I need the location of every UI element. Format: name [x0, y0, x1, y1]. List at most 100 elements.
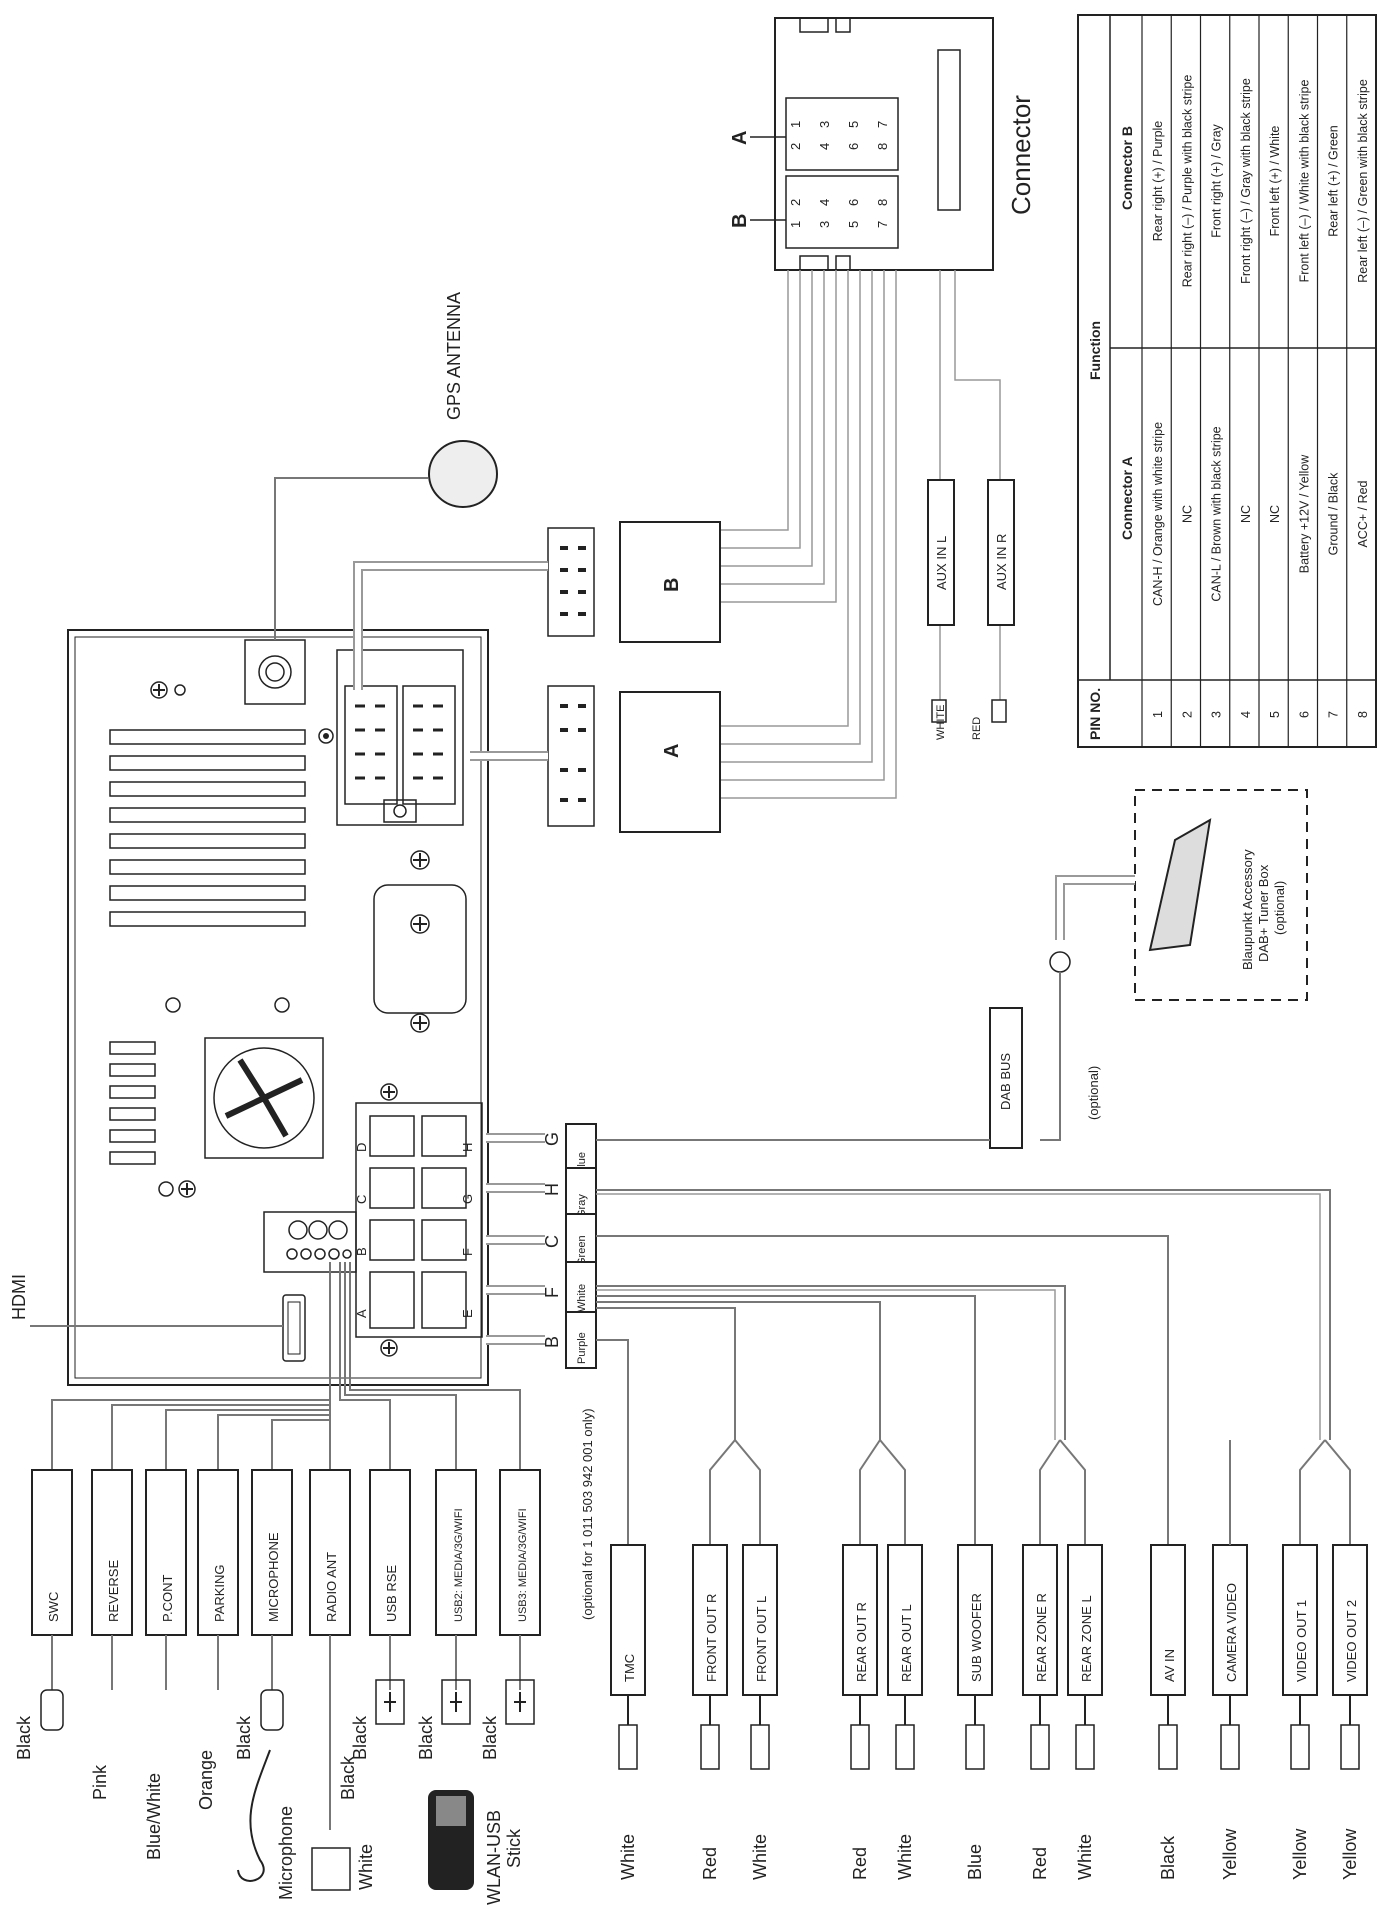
output-box-label: AV IN [1162, 1649, 1177, 1682]
rca-plug-icon [750, 1724, 770, 1770]
rca-plug-icon [1220, 1724, 1240, 1770]
left-box-label: USB3: MEDIA/3G/WIFI [517, 1508, 529, 1622]
rca-plug-icon [1158, 1724, 1178, 1770]
svg-text:C: C [542, 1235, 562, 1248]
aux-l-plug-icon [931, 699, 947, 723]
iso-socket [318, 649, 464, 826]
output-box-label: REAR ZONE R [1034, 1593, 1049, 1682]
table-cell-conn-b: Rear right (–) / Purple with black strip… [1180, 75, 1194, 288]
table-cell-conn-b: Rear left (–) / Green with black stripe [1356, 79, 1370, 283]
table-cell-conn-a: NC [1268, 505, 1282, 523]
rca-plug-icon [850, 1724, 870, 1770]
table-cell-conn-b: Front right (+) / Gray [1210, 123, 1224, 237]
harness-port-tags: G Blue H Gray C Green F White B Purple [486, 1123, 597, 1369]
svg-text:4: 4 [817, 143, 832, 150]
jack-plug-icon [40, 1689, 64, 1731]
svg-text:H: H [542, 1183, 562, 1196]
rca-plug-icon [618, 1724, 638, 1770]
radio-white-label: White [356, 1844, 376, 1890]
table-cell-conn-a: Ground / Black [1327, 472, 1341, 555]
table-cell-conn-b: Front left (+) / White [1268, 126, 1282, 237]
dab-bus-label: DAB BUS [998, 1053, 1013, 1110]
table-cell-pin: 3 [1210, 711, 1224, 718]
output-box-label: FRONT OUT L [754, 1596, 769, 1682]
output-box-label: TMC [622, 1654, 637, 1682]
radio-ant-plug-icon [311, 1847, 351, 1891]
connector-wires [720, 270, 897, 799]
svg-text:1: 1 [788, 221, 803, 228]
port-c: C Green [486, 1213, 597, 1271]
output-box-label: CAMERA VIDEO [1224, 1583, 1239, 1682]
wire-color-label: Red [1030, 1847, 1050, 1880]
iso-plug-b: B [547, 521, 721, 643]
left-wire-color-label: Black [14, 1715, 34, 1760]
hdmi-label: HDMI [9, 1274, 29, 1320]
aux-in-l-label: AUX IN L [934, 536, 949, 590]
svg-text:5: 5 [846, 121, 861, 128]
left-wire-color-label: Black [338, 1755, 358, 1800]
socket-letters: A B C D E F G H [354, 1143, 475, 1318]
aux-wires: AUX IN L AUX IN R WHITE RED [927, 270, 1015, 740]
usb-plug-icon [441, 1679, 471, 1725]
usb-plug-icon [375, 1679, 405, 1725]
socket-letter-c: C [354, 1195, 369, 1204]
connector-plug: 1 2 3 4 5 6 7 8 1 2 3 4 5 6 7 8 A B Conn… [729, 17, 1036, 271]
table-cell-pin: 2 [1180, 711, 1194, 718]
harness-sockets [355, 1102, 483, 1338]
wire-color-label: Yellow [1290, 1828, 1310, 1880]
left-wire-color-label: Blue/White [144, 1773, 164, 1860]
output-box-label: SUB WOOFER [969, 1593, 984, 1682]
output-6: REAR ZONE R Red [1022, 1544, 1058, 1880]
table-header-pin: PIN NO. [1087, 688, 1103, 740]
aux-white-label: WHITE [935, 705, 947, 740]
left-box-label: USB2: MEDIA/3G/WIFI [453, 1508, 465, 1622]
aux-red-label: RED [971, 717, 983, 740]
jack-plug-icon [260, 1689, 284, 1731]
wire-color-label: Black [1158, 1835, 1178, 1880]
svg-text:6: 6 [846, 199, 861, 206]
connector-pins-a: 1 2 3 4 5 6 7 8 [788, 121, 890, 150]
svg-text:2: 2 [788, 143, 803, 150]
table-cell-conn-a: NC [1239, 505, 1253, 523]
table-cell-conn-b: Rear right (+) / Purple [1151, 121, 1165, 242]
wlan-label-2: Stick [504, 1828, 524, 1868]
dab-box-line3: (optional) [1272, 881, 1287, 935]
iso-plug-a: A [547, 685, 721, 833]
svg-text:Gray: Gray [576, 1194, 588, 1218]
left-wire-color-label: Black [480, 1715, 500, 1760]
svg-text:3: 3 [817, 221, 832, 228]
table-cell-pin: 5 [1268, 711, 1282, 718]
microphone-label: Microphone [276, 1806, 296, 1900]
output-box-label: REAR ZONE L [1079, 1595, 1094, 1682]
svg-text:1: 1 [788, 121, 803, 128]
dab-box-line1: Blaupunkt Accessory [1240, 849, 1255, 970]
svg-text:White: White [576, 1284, 588, 1312]
gps-antenna-icon [428, 440, 498, 508]
output-box-label: REAR OUT R [854, 1602, 869, 1682]
svg-text:7: 7 [875, 121, 890, 128]
wire-color-label: White [1075, 1834, 1095, 1880]
wire-color-label: Yellow [1220, 1828, 1240, 1880]
svg-text:B: B [542, 1336, 562, 1348]
connector-b-label: B [729, 214, 751, 228]
left-wire-color-label: Orange [196, 1750, 216, 1810]
gps-antenna: GPS ANTENNA [274, 292, 498, 640]
svg-text:6: 6 [846, 143, 861, 150]
microphone-icon [237, 1749, 271, 1882]
table-row: 5 NC Front left (+) / White [1268, 126, 1282, 718]
left-box-label: RADIO ANT [324, 1552, 339, 1622]
dab-plug-icon [1049, 951, 1071, 973]
connector-pins-b: 1 2 3 4 5 6 7 8 [788, 199, 890, 228]
table-header-function: Function [1087, 321, 1103, 380]
